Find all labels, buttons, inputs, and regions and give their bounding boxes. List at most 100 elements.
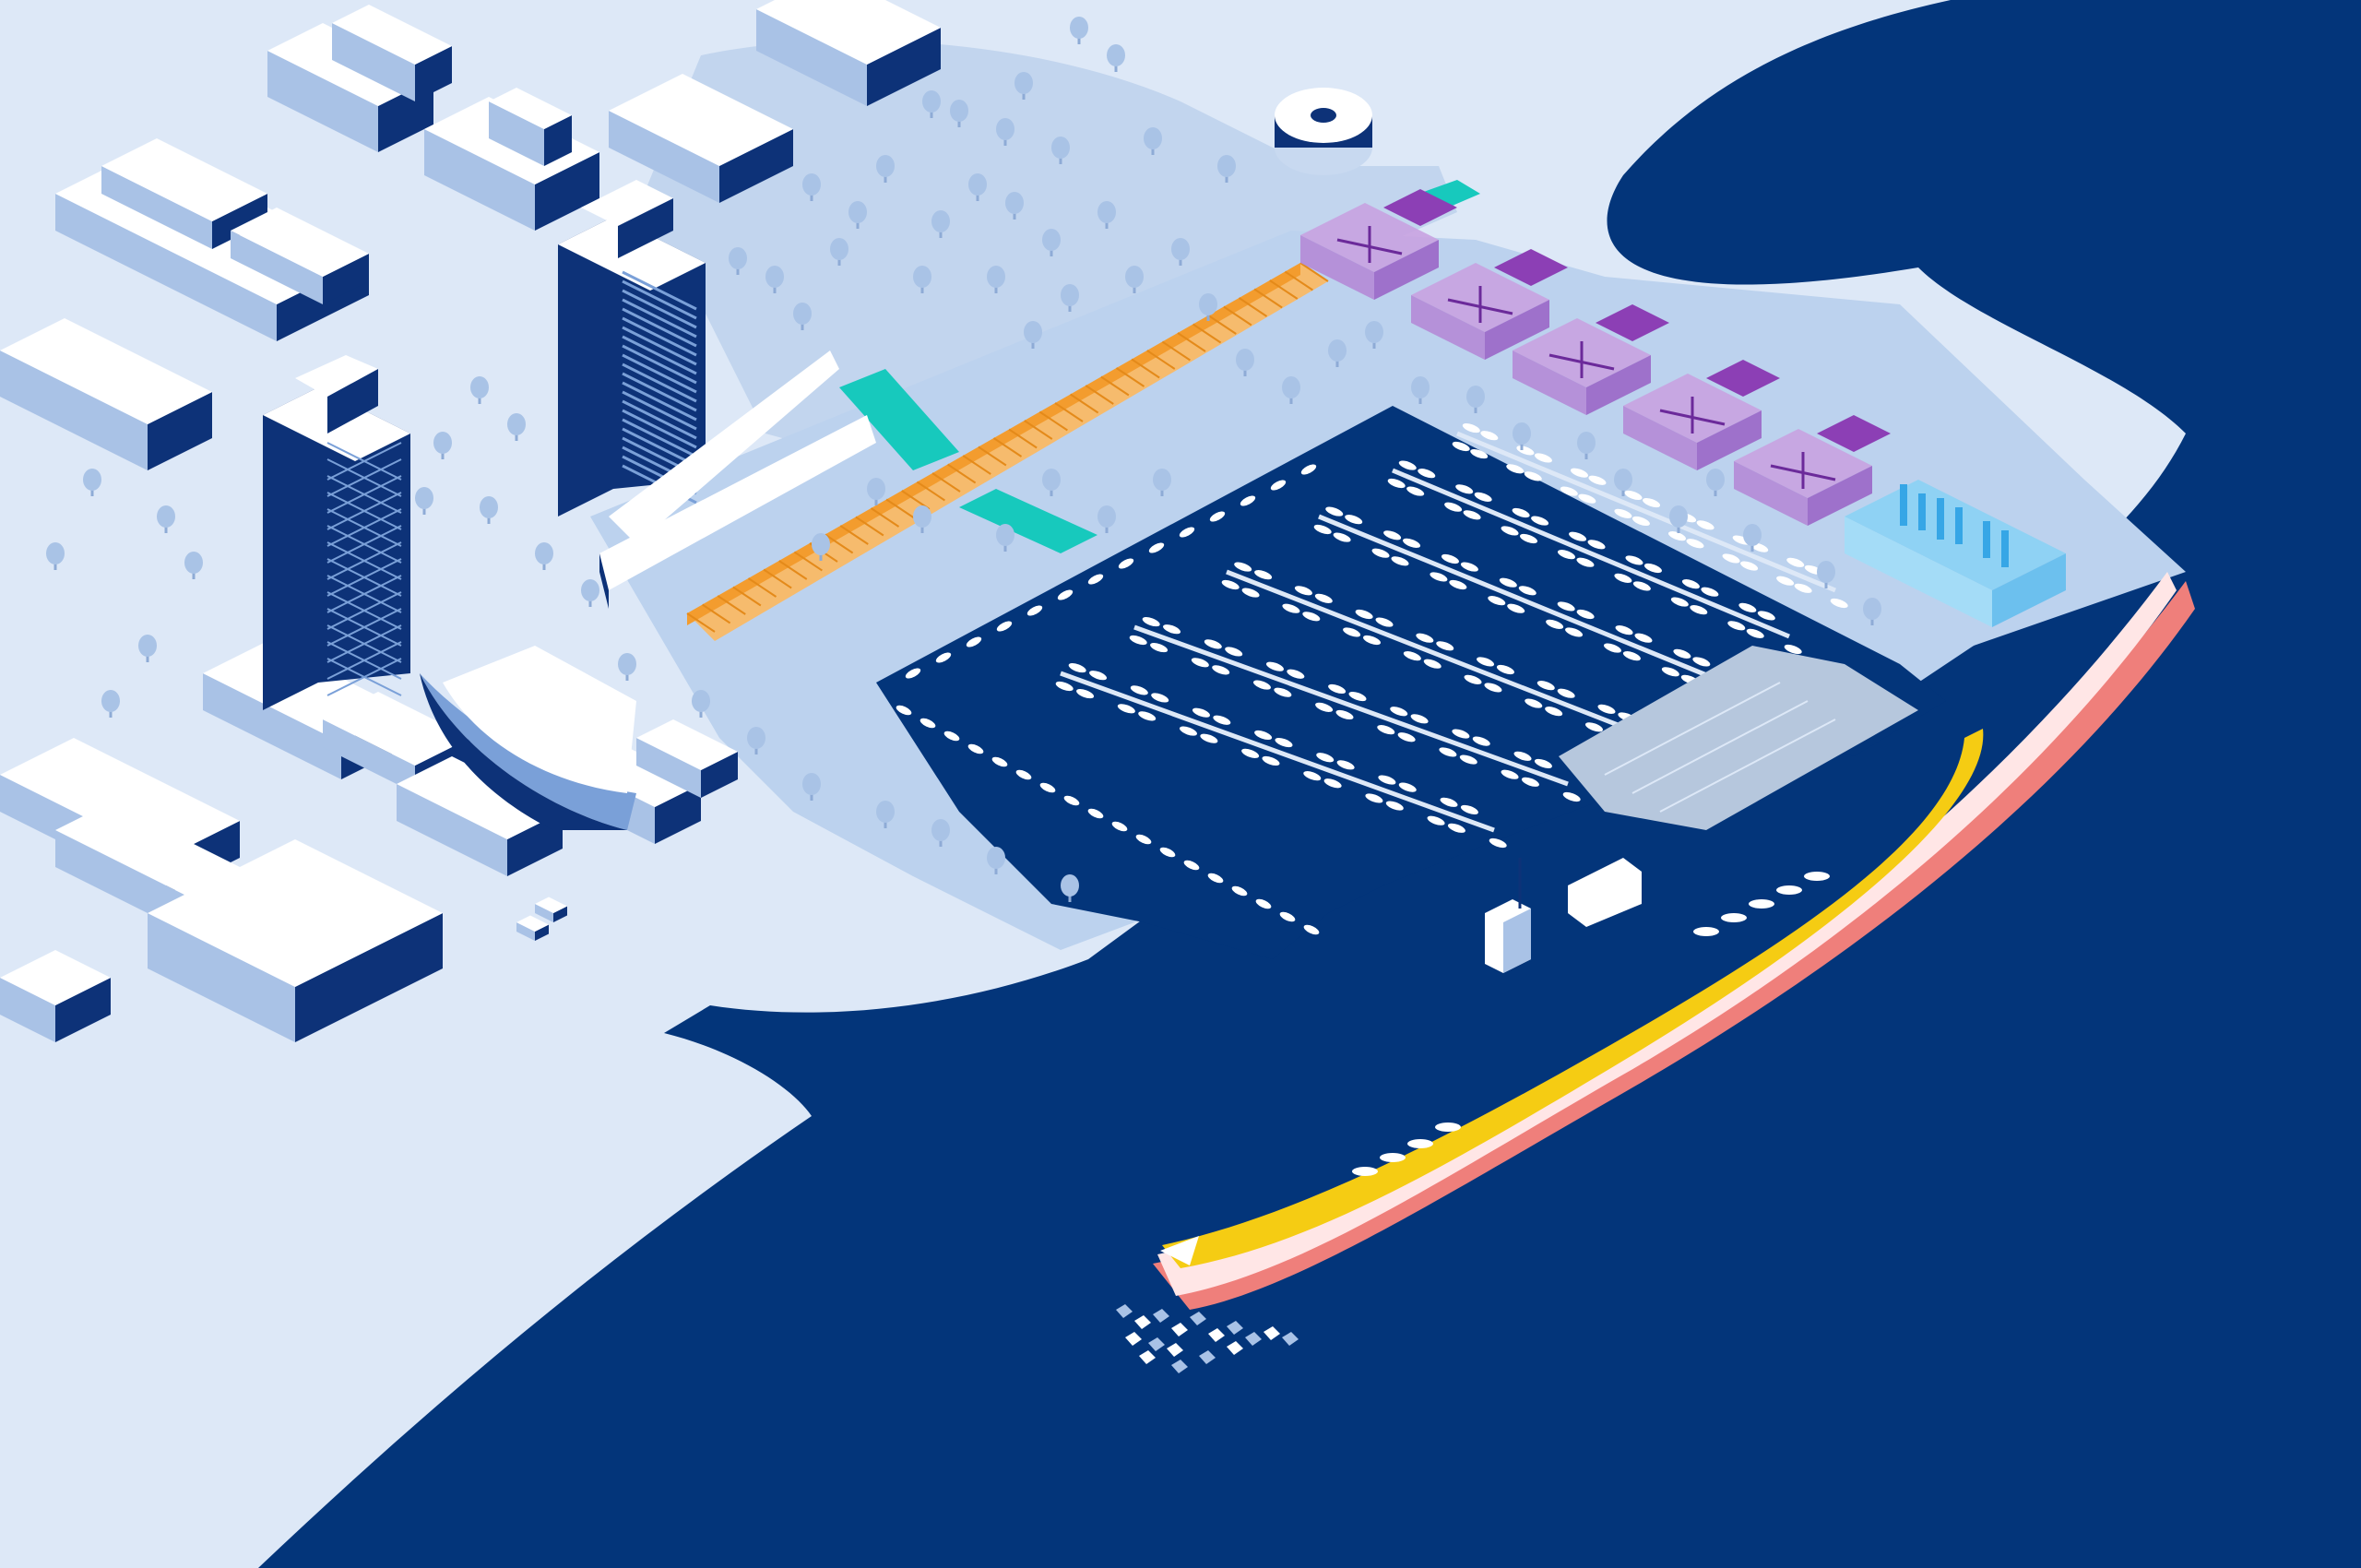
boat-icon (1536, 681, 1555, 691)
boat-icon (1681, 579, 1700, 589)
tree-icon (1014, 72, 1033, 100)
boat-icon (1418, 469, 1436, 479)
boat-icon (1584, 722, 1603, 732)
boat-icon (1560, 486, 1578, 496)
tree-icon (747, 727, 765, 754)
boat-icon (1118, 558, 1134, 569)
boat-icon (1130, 685, 1148, 695)
boat-icon (896, 705, 912, 716)
tree-icon (1171, 238, 1190, 266)
boat-icon (1507, 603, 1525, 613)
tree-icon (157, 505, 175, 533)
tower-east (558, 180, 706, 517)
boat-icon (1262, 755, 1280, 766)
boat-icon (1452, 441, 1470, 452)
marina-basin (876, 406, 1946, 959)
boat-icon (1520, 533, 1538, 544)
boat-icon (1727, 621, 1746, 631)
boat-icon (1371, 548, 1390, 558)
tree-icon (415, 487, 433, 515)
boat-icon (1315, 702, 1334, 712)
tree-icon (83, 469, 101, 496)
boat-icon (1403, 651, 1421, 661)
building-icon (489, 88, 572, 166)
boat-icon (1410, 714, 1429, 724)
blue-sculpture (1845, 480, 2066, 627)
boat-icon (1348, 691, 1367, 702)
tree-icon (1217, 155, 1236, 183)
tree-icon (1005, 192, 1024, 220)
park-ground (636, 41, 1457, 462)
boat-icon (1335, 709, 1354, 720)
boat-icon (1377, 725, 1395, 735)
boat-icon (1455, 484, 1474, 494)
boat-icon (1830, 598, 1848, 609)
boat-icon (1501, 769, 1519, 779)
boat-icon (1397, 732, 1416, 742)
tree-icon (996, 524, 1014, 552)
boat-icon (1449, 579, 1467, 590)
boat-icon (1333, 532, 1351, 542)
boat-icon (1430, 572, 1448, 582)
boat-icon (1632, 581, 1651, 591)
tree-icon (1061, 874, 1079, 902)
building-icon (609, 74, 793, 203)
boat-icon (1690, 605, 1708, 615)
tree-icon (1577, 432, 1596, 459)
boat-icon (1521, 777, 1539, 787)
rock-icon (1139, 1350, 1156, 1364)
boat-icon (935, 652, 952, 663)
tree-icon (968, 173, 987, 201)
tree-icon (1236, 349, 1254, 376)
tree-icon (1070, 17, 1088, 44)
pavilion-icon (1623, 360, 1780, 470)
tree-icon (913, 505, 931, 533)
boat-layer (896, 423, 1848, 935)
boat-icon (1444, 502, 1463, 512)
boat-icon (1087, 808, 1104, 819)
harbour-office (1485, 858, 1642, 973)
boat-icon (1463, 510, 1481, 520)
boat-icon (1365, 793, 1383, 803)
boat-icon (1303, 924, 1320, 935)
rock-icon (1148, 1337, 1165, 1351)
boat-icon (1757, 611, 1775, 621)
rock-icon (1208, 1328, 1225, 1342)
tree-icon (1107, 44, 1125, 72)
boat-icon (1231, 885, 1248, 897)
tree-icon (535, 542, 553, 570)
building-icon (397, 756, 563, 876)
tree-icon (950, 100, 968, 127)
rock-icon (1227, 1341, 1243, 1355)
boat-icon (1440, 797, 1458, 807)
boat-icon (1534, 758, 1552, 768)
boat-icon (1313, 524, 1332, 535)
boat-icon (1534, 453, 1552, 463)
boat-icon (1634, 633, 1653, 643)
tree-icon (1863, 598, 1881, 625)
boat-icon (1117, 704, 1135, 714)
boat-icon (1325, 506, 1344, 517)
boat-icon (1557, 688, 1575, 698)
rock-icon (1134, 1315, 1151, 1329)
boat-icon (1701, 587, 1719, 597)
boat-icon (1513, 751, 1532, 761)
boat-icon (1055, 681, 1074, 692)
boat-icon (1316, 753, 1335, 763)
boat-icon (905, 668, 921, 679)
boat-icon (1506, 464, 1525, 474)
tree-icon (1365, 321, 1383, 349)
boat-icon (1518, 586, 1536, 596)
boat-icon (1240, 495, 1256, 506)
boat-icon (1302, 612, 1321, 622)
boat-icon (1499, 577, 1517, 588)
boat-icon (1345, 515, 1363, 525)
rock-armour (1116, 1304, 1299, 1373)
boat-icon (1274, 687, 1292, 697)
boat-icon (1406, 486, 1425, 496)
building-icon (0, 318, 212, 470)
tree-icon (692, 690, 710, 718)
boat-icon (1323, 778, 1342, 789)
boat-icon (1241, 588, 1260, 598)
